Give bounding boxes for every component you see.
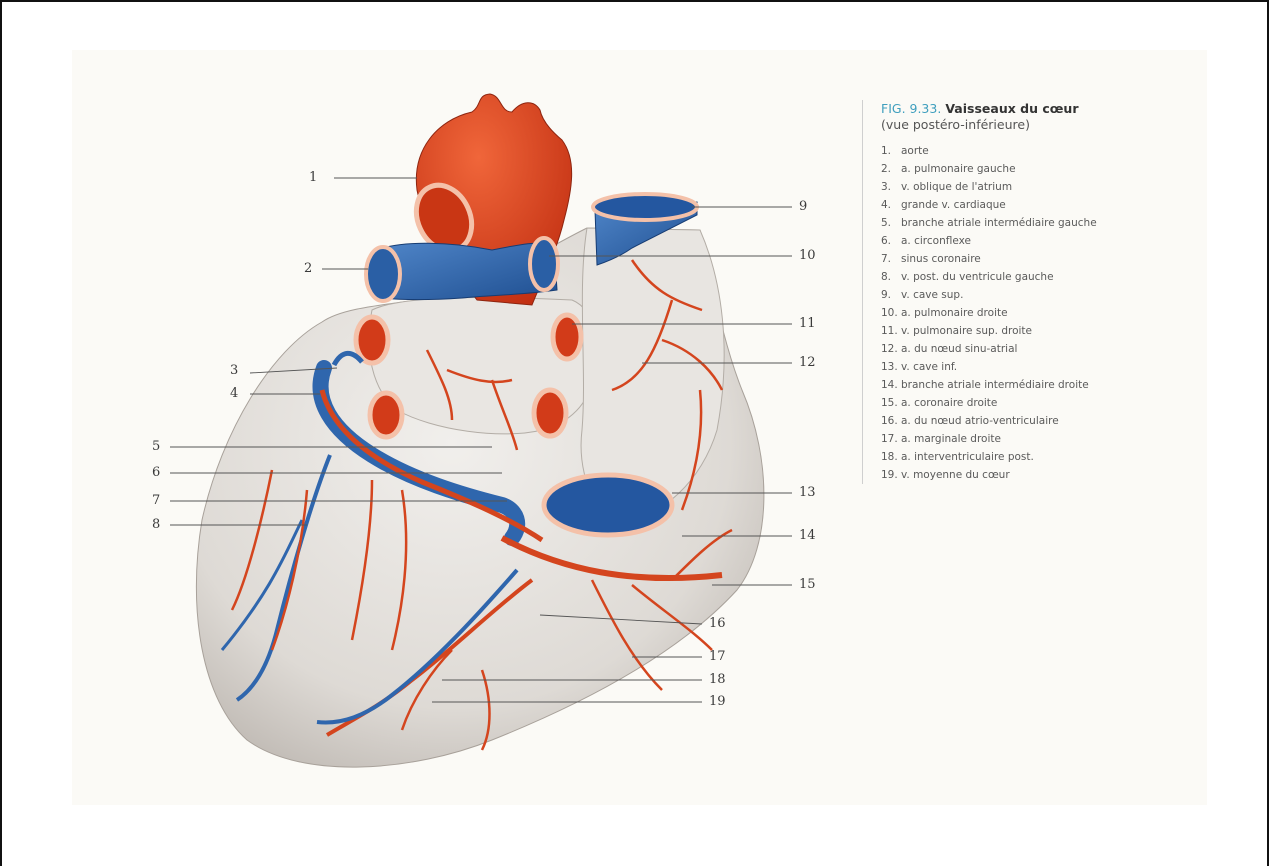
legend-text: branche atriale intermédiaire gauche [901, 214, 1192, 232]
legend-text: v. cave inf. [901, 358, 1192, 376]
pulm-vein-ur [553, 315, 581, 359]
legend-item: 9.v. cave sup. [881, 286, 1192, 304]
legend-text: v. pulmonaire sup. droite [901, 322, 1192, 340]
legend-number: 8. [881, 268, 901, 286]
legend-item: 4.grande v. cardiaque [881, 196, 1192, 214]
callout-15: 15 [799, 577, 816, 592]
figure-title: Vaisseaux du cœur [945, 101, 1078, 116]
legend-item: 3.v. oblique de l'atrium [881, 178, 1192, 196]
legend-number: 4. [881, 196, 901, 214]
callout-13: 13 [799, 485, 816, 500]
callout-12: 12 [799, 355, 816, 370]
callout-17: 17 [709, 649, 726, 664]
pulmonary-lumen-left [366, 247, 400, 301]
legend-number: 11. [881, 322, 901, 340]
figure-legend: FIG. 9.33. Vaisseaux du cœur (vue postér… [862, 100, 1192, 484]
legend-text: a. interventriculaire post. [901, 448, 1192, 466]
pulmonary-lumen-right [530, 238, 558, 290]
legend-text: v. post. du ventricule gauche [901, 268, 1192, 286]
legend-item: 8.v. post. du ventricule gauche [881, 268, 1192, 286]
legend-item: 6.a. circonflexe [881, 232, 1192, 250]
inferior-vena-cava [544, 475, 672, 535]
callout-11: 11 [799, 316, 816, 331]
legend-item: 14.branche atriale intermédiaire droite [881, 376, 1192, 394]
legend-number: 6. [881, 232, 901, 250]
legend-item: 5.branche atriale intermédiaire gauche [881, 214, 1192, 232]
callout-7: 7 [152, 493, 160, 508]
callout-4: 4 [230, 386, 238, 401]
legend-text: v. oblique de l'atrium [901, 178, 1192, 196]
legend-number: 18. [881, 448, 901, 466]
legend-text: a. du nœud sinu-atrial [901, 340, 1192, 358]
legend-item: 2.a. pulmonaire gauche [881, 160, 1192, 178]
legend-text: a. pulmonaire gauche [901, 160, 1192, 178]
svc-lumen [593, 194, 697, 220]
legend-item: 19.v. moyenne du cœur [881, 466, 1192, 484]
legend-item: 10.a. pulmonaire droite [881, 304, 1192, 322]
callout-19: 19 [709, 694, 726, 709]
callout-10: 10 [799, 248, 816, 263]
legend-item: 12.a. du nœud sinu-atrial [881, 340, 1192, 358]
legend-number: 19. [881, 466, 901, 484]
legend-text: a. circonflexe [901, 232, 1192, 250]
legend-item: 16.a. du nœud atrio-ventriculaire [881, 412, 1192, 430]
legend-text: grande v. cardiaque [901, 196, 1192, 214]
figure-heading: FIG. 9.33. Vaisseaux du cœur [881, 100, 1192, 117]
legend-text: a. du nœud atrio-ventriculaire [901, 412, 1192, 430]
legend-number: 16. [881, 412, 901, 430]
legend-number: 14. [881, 376, 901, 394]
figure-subtitle: (vue postéro-inférieure) [881, 117, 1192, 132]
callout-14: 14 [799, 528, 816, 543]
legend-number: 9. [881, 286, 901, 304]
legend-number: 1. [881, 142, 901, 160]
legend-text: a. pulmonaire droite [901, 304, 1192, 322]
legend-text: a. marginale droite [901, 430, 1192, 448]
pulm-vein-ul [356, 317, 388, 363]
callout-16: 16 [709, 616, 726, 631]
callout-3: 3 [230, 363, 238, 378]
legend-text: sinus coronaire [901, 250, 1192, 268]
legend-number: 10. [881, 304, 901, 322]
legend-item: 11.v. pulmonaire sup. droite [881, 322, 1192, 340]
pulm-vein-lr [534, 390, 566, 436]
legend-number: 3. [881, 178, 901, 196]
legend-text: aorte [901, 142, 1192, 160]
callout-8: 8 [152, 517, 160, 532]
legend-text: a. coronaire droite [901, 394, 1192, 412]
legend-number: 5. [881, 214, 901, 232]
callout-5: 5 [152, 439, 160, 454]
legend-number: 13. [881, 358, 901, 376]
legend-number: 2. [881, 160, 901, 178]
legend-item: 15.a. coronaire droite [881, 394, 1192, 412]
legend-number: 15. [881, 394, 901, 412]
pulm-vein-ll [370, 393, 402, 437]
figure-number: FIG. 9.33. [881, 101, 941, 116]
callout-18: 18 [709, 672, 726, 687]
legend-number: 17. [881, 430, 901, 448]
callout-9: 9 [799, 199, 807, 214]
legend-item: 7.sinus coronaire [881, 250, 1192, 268]
legend-item: 13.v. cave inf. [881, 358, 1192, 376]
callout-2: 2 [304, 261, 312, 276]
legend-item: 1.aorte [881, 142, 1192, 160]
legend-number: 7. [881, 250, 901, 268]
legend-item: 18.a. interventriculaire post. [881, 448, 1192, 466]
legend-text: branche atriale intermédiaire droite [901, 376, 1192, 394]
legend-text: v. moyenne du cœur [901, 466, 1192, 484]
callout-1: 1 [309, 170, 317, 185]
legend-item: 17.a. marginale droite [881, 430, 1192, 448]
legend-number: 12. [881, 340, 901, 358]
callout-6: 6 [152, 465, 160, 480]
legend-text: v. cave sup. [901, 286, 1192, 304]
